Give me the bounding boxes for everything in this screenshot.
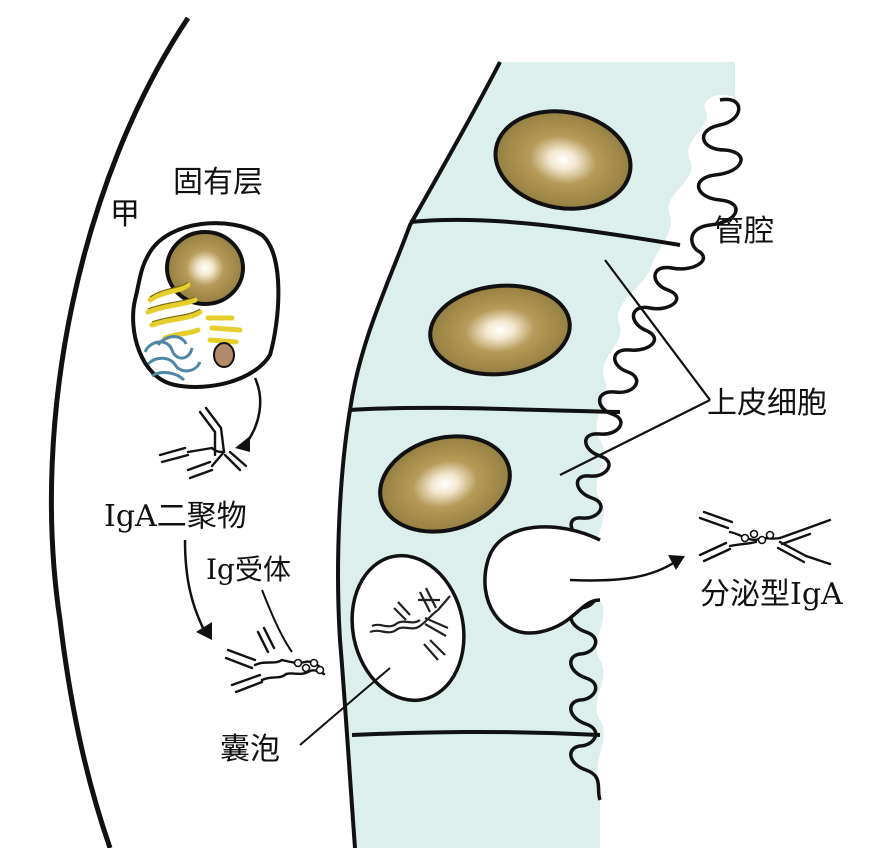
label-ig-receptor: Ig受体	[206, 553, 291, 587]
mitochondrion	[214, 343, 234, 367]
label-secretory-iga: 分泌型IgA	[700, 578, 843, 612]
iga-dimer-icon	[160, 408, 246, 478]
secretion-arrow	[245, 378, 260, 445]
ig-receptor-leader	[262, 590, 292, 652]
label-lumen: 管腔	[714, 215, 774, 249]
label-epithelial-cells: 上皮细胞	[707, 387, 827, 421]
ig-receptor-complex	[226, 628, 324, 692]
label-jia: 甲	[110, 198, 140, 232]
transport-arrow-head	[196, 622, 212, 640]
label-vesicle: 囊泡	[220, 733, 280, 767]
secretory-component-beads	[742, 531, 774, 544]
sIgA-arrow-head	[668, 555, 685, 570]
plasma-cell-nucleus	[167, 232, 243, 304]
transport-arrow	[185, 540, 203, 628]
tissue-boundary	[51, 18, 188, 848]
label-lamina-propria: 固有层	[173, 166, 263, 200]
label-iga-dimer: IgA二聚物	[104, 500, 247, 534]
secretion-arrow-head	[235, 436, 250, 452]
